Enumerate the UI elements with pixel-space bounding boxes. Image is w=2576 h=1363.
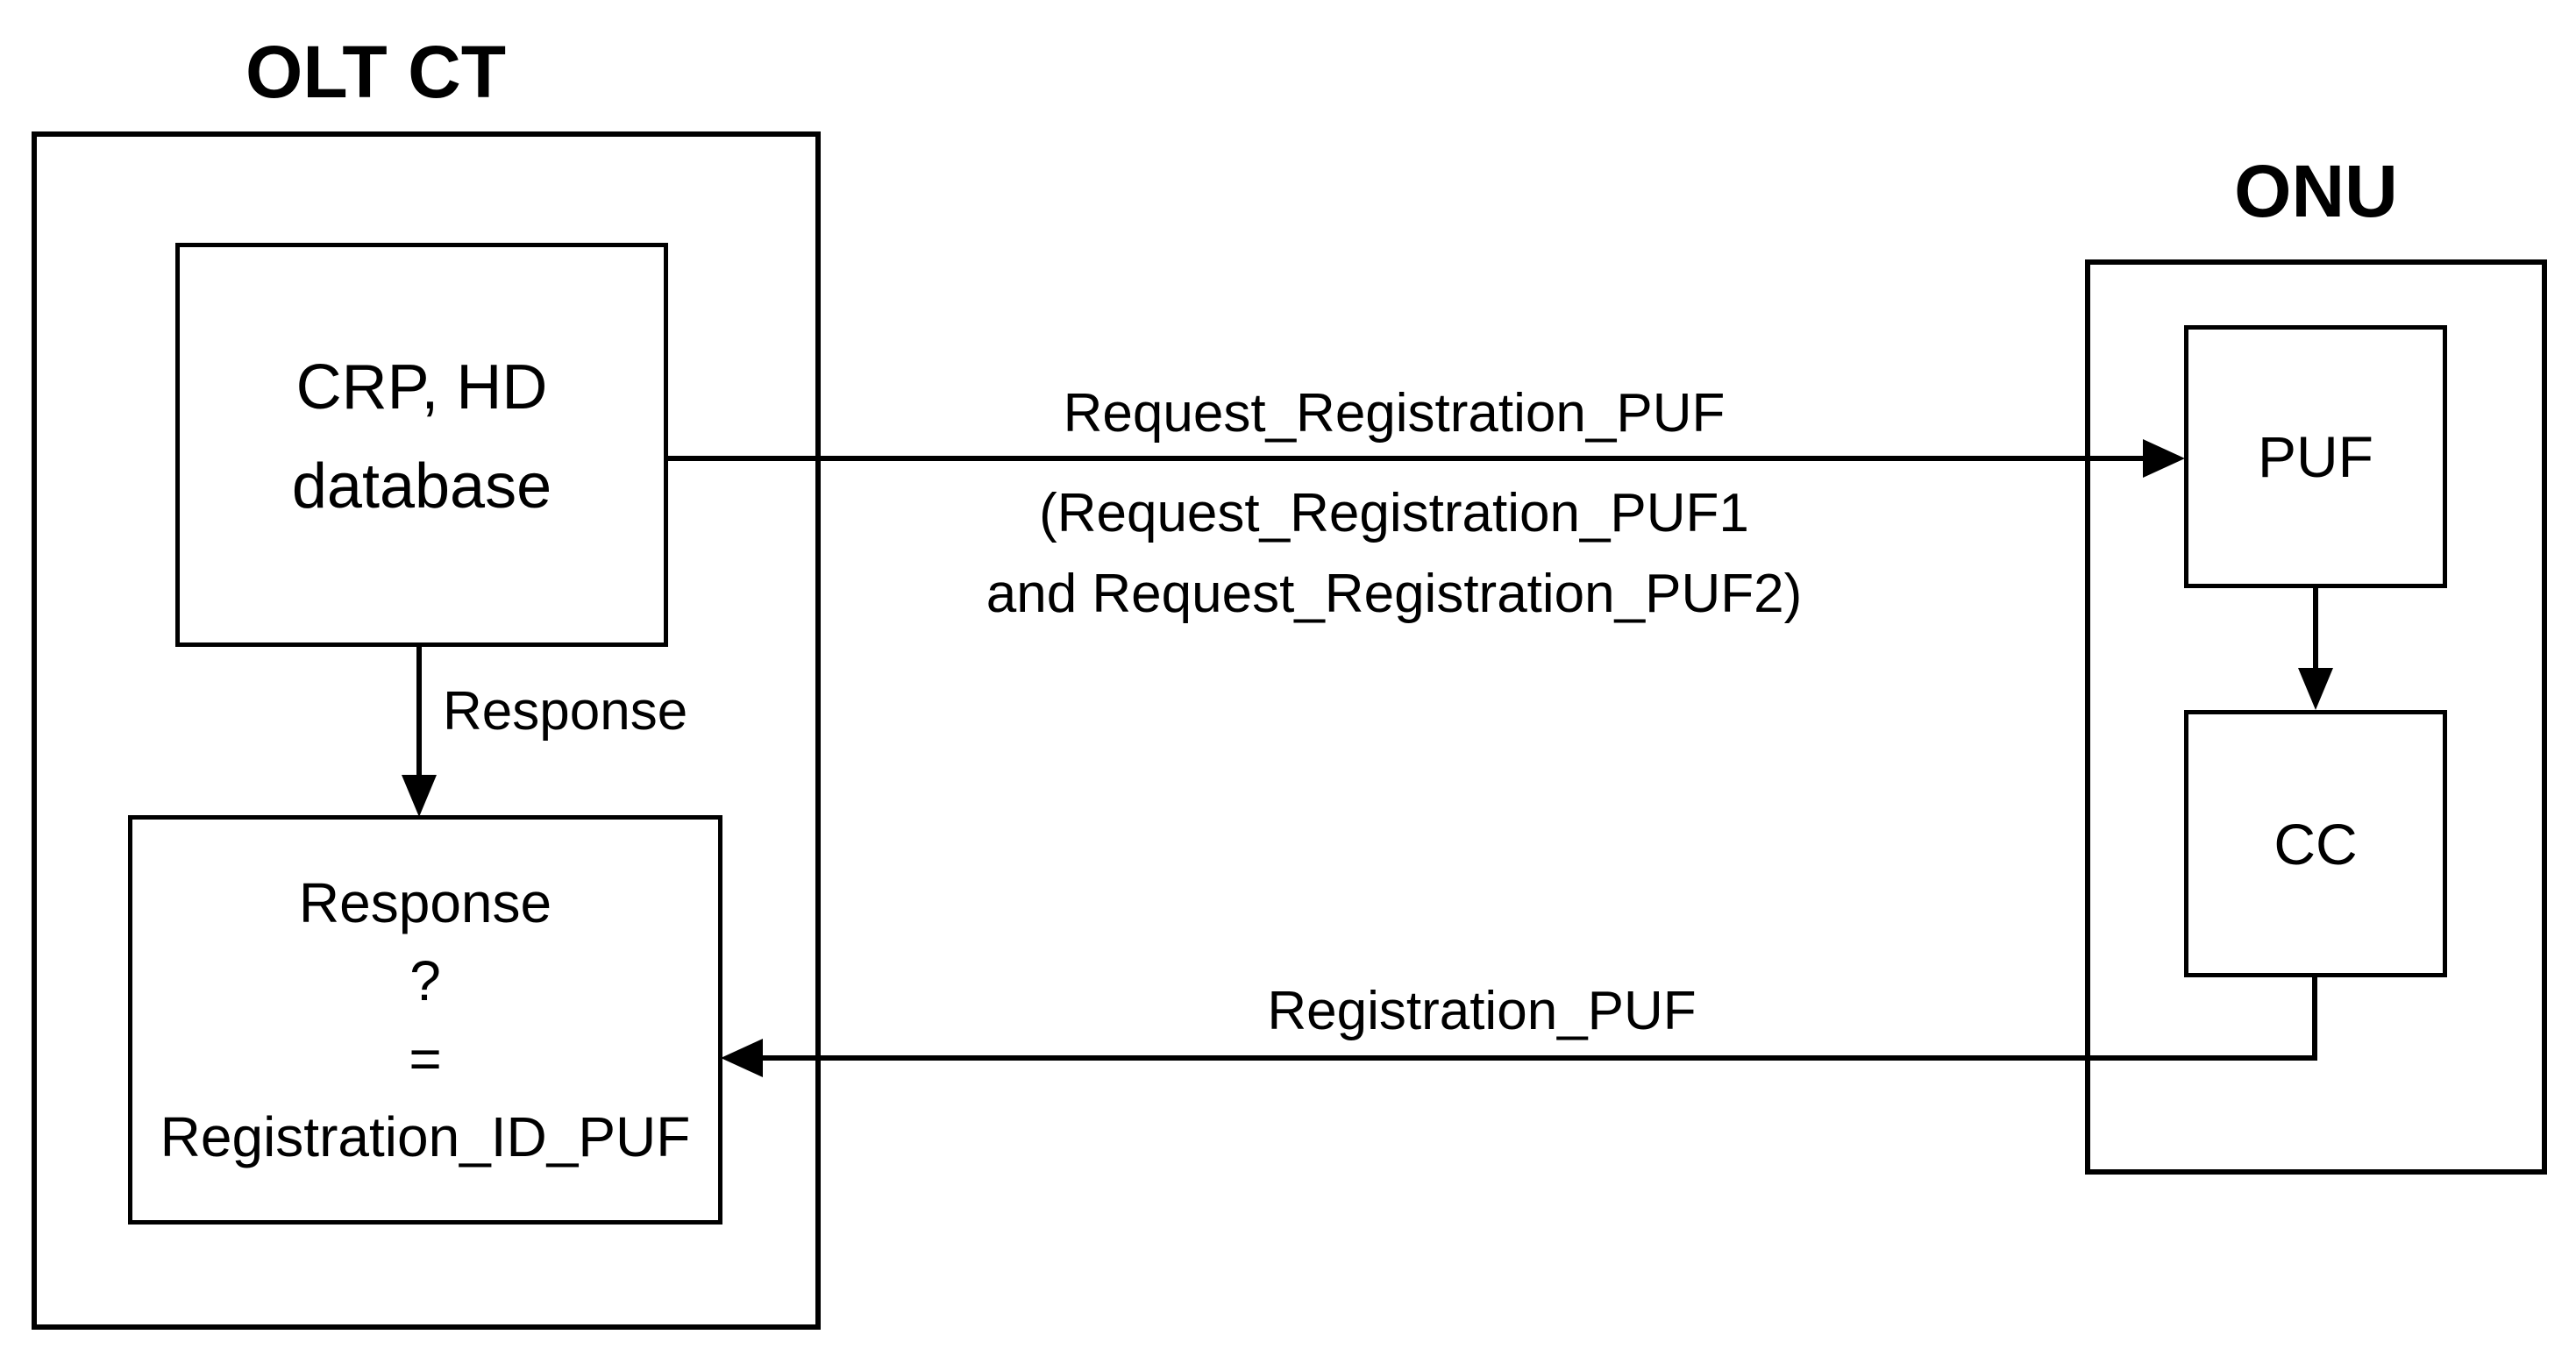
request-registration-arrow-line <box>668 456 2148 461</box>
registration-puf-arrow-vertical-line <box>2312 977 2317 1061</box>
olt-ct-container-box <box>32 131 821 1330</box>
request-registration-label-top: Request_Registration_PUF <box>1063 383 1726 444</box>
puf-box: PUF <box>2184 325 2447 588</box>
crp-hd-database-label: CRP, HD database <box>291 351 552 522</box>
olt-ct-title: OLT CT <box>246 31 507 113</box>
request-registration-label-bottom: (Request_Registration_PUF1 and Request_R… <box>986 483 1803 624</box>
puf-to-cc-arrowhead-down-icon <box>2298 668 2333 710</box>
puf-to-cc-arrow-line <box>2313 588 2318 671</box>
onu-title: ONU <box>2234 150 2398 232</box>
registration-puf-arrowhead-left-icon <box>721 1039 763 1077</box>
response-arrow-line <box>416 647 422 778</box>
response-compare-label: Response ? = Registration_ID_PUF <box>160 870 691 1168</box>
registration-puf-arrow-line <box>756 1055 2317 1061</box>
onu-container-box <box>2085 259 2547 1175</box>
response-arrowhead-down-icon <box>402 775 437 817</box>
puf-label: PUF <box>2258 424 2373 489</box>
response-compare-box: Response ? = Registration_ID_PUF <box>128 815 722 1225</box>
response-arrow-label: Response <box>443 681 688 742</box>
cc-box: CC <box>2184 710 2447 977</box>
request-registration-arrowhead-right-icon <box>2143 439 2185 478</box>
crp-hd-database-box: CRP, HD database <box>175 243 668 647</box>
cc-label: CC <box>2274 811 2358 877</box>
registration-puf-label: Registration_PUF <box>1267 981 1697 1041</box>
